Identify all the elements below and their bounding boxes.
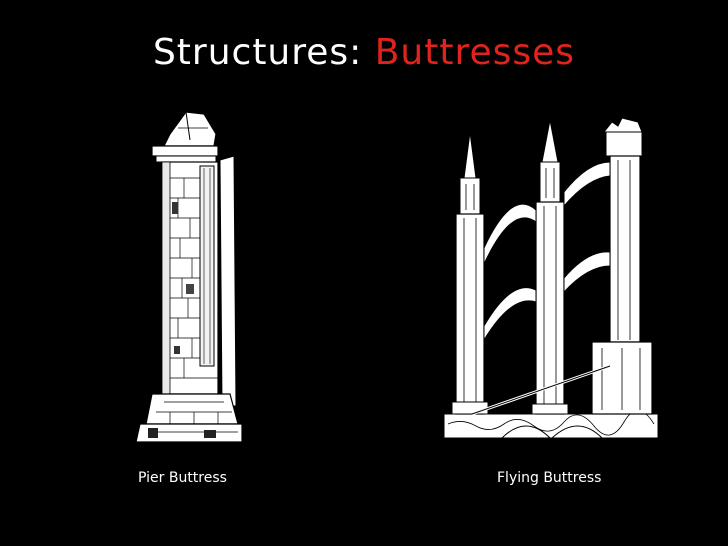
- title-accent: Buttresses: [374, 32, 576, 73]
- slide-title: Structures: Buttresses: [0, 32, 728, 73]
- flying-buttress-caption: Flying Buttress: [497, 470, 602, 486]
- flying-buttress-drawing: [442, 118, 660, 440]
- title-prefix: Structures:: [152, 32, 375, 73]
- pier-buttress-caption: Pier Buttress: [138, 470, 227, 486]
- pier-buttress-drawing: [134, 106, 244, 448]
